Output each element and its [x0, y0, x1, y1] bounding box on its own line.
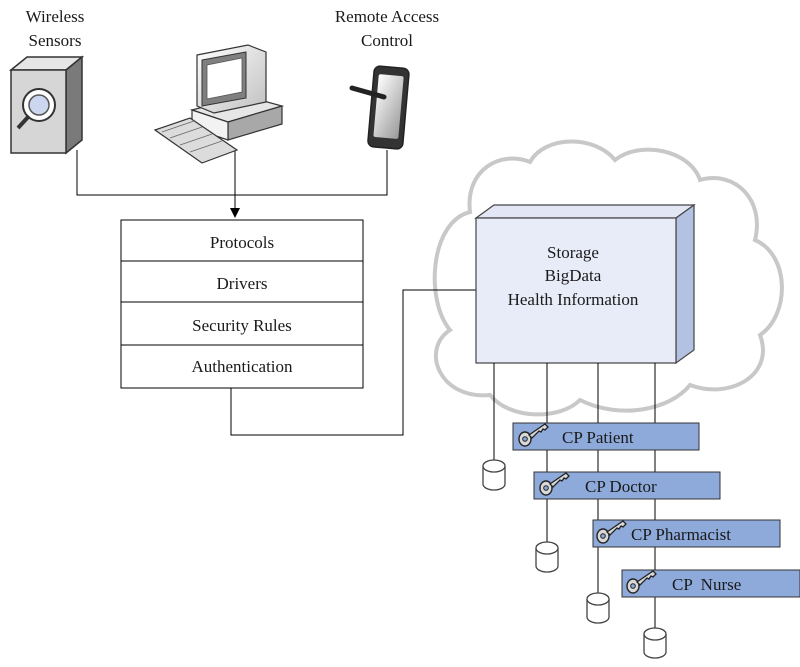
database-icon [535, 541, 559, 573]
storage-label-line-3: Health Information [508, 290, 639, 309]
software-stack: Protocols Drivers Security Rules Authent… [120, 219, 364, 389]
role-label-nurse: CP Nurse [672, 575, 741, 594]
role-cp-nurse: CP Nurse [621, 569, 800, 598]
storage-label-line-1: Storage [547, 243, 599, 262]
device-connectors [76, 150, 388, 218]
role-label-patient: CP Patient [562, 428, 634, 447]
stack-layer-drivers [120, 260, 364, 303]
role-cp-pharmacist: CP Pharmacist [592, 519, 781, 548]
role-label-pharmacist: CP Pharmacist [631, 525, 731, 544]
stack-layer-security-rules [120, 301, 364, 346]
stack-label-security-rules: Security Rules [192, 316, 292, 335]
database-icon [482, 459, 506, 491]
remote-label-line-2: Control [361, 31, 413, 50]
sensors-label-line-1: Wireless [26, 7, 85, 26]
role-label-doctor: CP Doctor [585, 477, 657, 496]
stack-layer-protocols [120, 219, 364, 262]
database-icon [586, 592, 610, 624]
stack-label-drivers: Drivers [217, 274, 268, 293]
stack-label-authentication: Authentication [191, 357, 293, 376]
tablet-icon [349, 65, 410, 150]
role-cp-patient: CP Patient [512, 422, 700, 451]
stack-label-protocols: Protocols [210, 233, 274, 252]
remote-label-line-1: Remote Access [335, 7, 439, 26]
stack-layer-authentication [120, 344, 364, 389]
desktop-computer-icon [153, 44, 285, 164]
storage-box: Storage BigData Health Information [474, 203, 696, 365]
database-icon [643, 627, 667, 659]
role-cp-doctor: CP Doctor [533, 471, 721, 500]
sensors-label-line-2: Sensors [29, 31, 82, 50]
stack-storage-connector [230, 289, 476, 436]
storage-label-line-2: BigData [545, 266, 602, 285]
wireless-sensor-icon [8, 55, 85, 155]
